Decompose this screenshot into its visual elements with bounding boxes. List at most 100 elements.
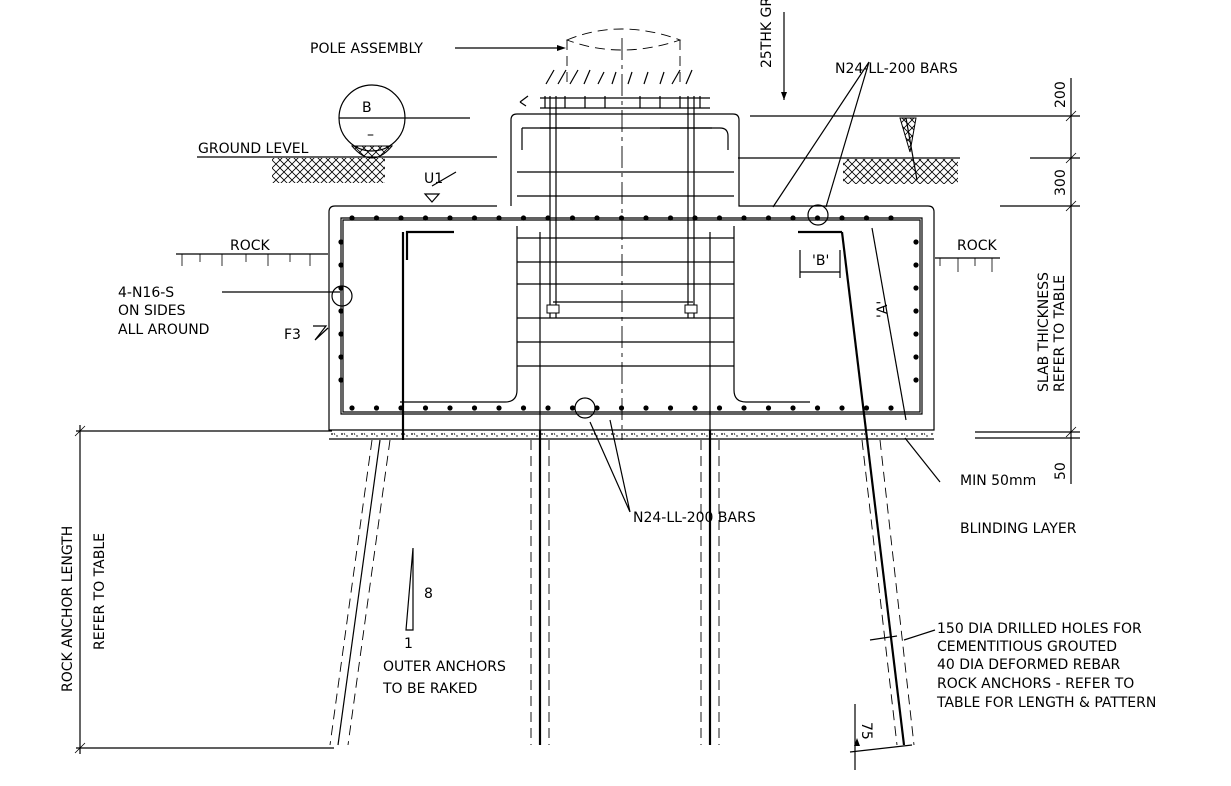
rebar-dot [741, 405, 747, 411]
dim-b-label: 'B' [812, 253, 829, 269]
rebar-dot [373, 405, 380, 411]
rebar-dot [338, 354, 344, 360]
rebar-dot [913, 262, 919, 268]
rock-left-label: ROCK [230, 238, 271, 254]
rebar-dot [338, 331, 344, 337]
rebar-dot [618, 405, 625, 411]
rake-8-label: 8 [424, 586, 433, 602]
pedestal-rebar [400, 127, 810, 430]
grout-label: 25THK GROUT [759, 0, 775, 68]
u1-label: U1 [424, 171, 443, 187]
rebar-dot [643, 215, 649, 221]
rebar-dot [888, 405, 894, 411]
rebar-dot [716, 405, 723, 411]
rebar-dot [594, 215, 600, 221]
rebar-dot [716, 215, 723, 221]
rebar-dot [888, 215, 894, 221]
rebar-dot [349, 405, 355, 411]
rebar-dot [545, 215, 551, 221]
leaders [222, 45, 941, 641]
rock-line-right [935, 257, 1000, 272]
n24-bottom-label: N24-LL-200 BARS [633, 510, 756, 526]
rebar-dot [520, 405, 527, 411]
outer-anchors-label-2: TO BE RAKED [382, 681, 477, 697]
rebar-dot [913, 377, 919, 383]
section-sub-label: – [367, 127, 374, 143]
rebar-dot [913, 239, 919, 245]
hold-down-bolts [546, 96, 698, 318]
rebar-dot [913, 331, 919, 337]
n16-label-2: ON SIDES [118, 303, 186, 319]
pole-assembly [519, 28, 710, 109]
rebar-dot [338, 239, 344, 245]
rebar-dot [471, 215, 478, 221]
dim-50-label: 50 [1053, 462, 1069, 480]
rebar-dot [594, 405, 600, 411]
section-mark-label: B [362, 100, 372, 116]
rebar-dot [496, 215, 502, 221]
ground-right [738, 157, 960, 184]
holes-label-1: 150 DIA DRILLED HOLES FOR [937, 621, 1142, 637]
footing-outline [328, 113, 935, 431]
blinding-layer [329, 431, 934, 439]
rebar-dot [913, 354, 919, 360]
rebar-dot [422, 405, 429, 411]
pole-assembly-label: POLE ASSEMBLY [310, 41, 423, 57]
rebar-dot [863, 215, 870, 221]
rebar-dot [471, 405, 478, 411]
rebar-dot [692, 405, 698, 411]
rebar-dot [863, 405, 870, 411]
rebar-dot [667, 215, 674, 221]
holes-label-4: ROCK ANCHORS - REFER TO [937, 676, 1134, 692]
rebar-dot [790, 215, 796, 221]
rock-right-label: ROCK [957, 238, 998, 254]
rebar-dot [913, 308, 919, 314]
rebar-dot [618, 215, 625, 221]
rebar-dot [338, 377, 344, 383]
rebar-dot [839, 405, 845, 411]
rebar-dot [790, 405, 796, 411]
n16-label-3: ALL AROUND [118, 322, 209, 338]
rebar-cage [340, 217, 923, 415]
dim-75-label: 75 [858, 722, 874, 740]
rebar-dot [814, 405, 821, 411]
dim-300-label: 300 [1053, 169, 1069, 196]
rebar-dot [398, 215, 404, 221]
rebar-dot [643, 405, 649, 411]
anchor-length-label-1: ROCK ANCHOR LENGTH [60, 526, 76, 692]
rebar-dot [569, 215, 576, 221]
slab-thickness-label-2: REFER TO TABLE [1052, 275, 1068, 392]
rebar-dot [338, 308, 344, 314]
n16-label-1: 4-N16-S [118, 285, 174, 301]
blinding-label-2: BLINDING LAYER [960, 521, 1077, 537]
rebar-dot [667, 405, 674, 411]
rebar-dot [765, 405, 772, 411]
dim-200-label: 200 [1053, 81, 1069, 108]
rebar-dot [814, 215, 821, 221]
ground-level-label: GROUND LEVEL [198, 141, 309, 157]
rock-anchors [329, 231, 915, 746]
rake-1-label: 1 [404, 636, 413, 652]
slab-thickness-label-1: SLAB THICKNESS [1036, 272, 1052, 392]
rebar-dot [422, 215, 429, 221]
rebar-dot [496, 405, 502, 411]
holes-label-2: CEMENTITIOUS GROUTED [937, 639, 1117, 655]
rebar-dot [447, 405, 453, 411]
rebar-dot [913, 285, 919, 291]
rebar-dot [520, 215, 527, 221]
section-marker-b: B – [338, 84, 470, 159]
rebar-dot [349, 215, 355, 221]
rebar-dot [447, 215, 453, 221]
rock-line-left [176, 253, 328, 266]
rebar-dot [545, 405, 551, 411]
holes-label-5: TABLE FOR LENGTH & PATTERN [936, 695, 1156, 711]
rebar-dot [765, 215, 772, 221]
rake-triangle [405, 547, 414, 631]
holes-label-3: 40 DIA DEFORMED REBAR [937, 657, 1121, 673]
dimension-lines [74, 12, 1080, 770]
dim-a-label: 'A' [875, 301, 891, 318]
rebar-dot [338, 262, 344, 268]
rebar-dot [373, 215, 380, 221]
l-bars [405, 230, 842, 260]
